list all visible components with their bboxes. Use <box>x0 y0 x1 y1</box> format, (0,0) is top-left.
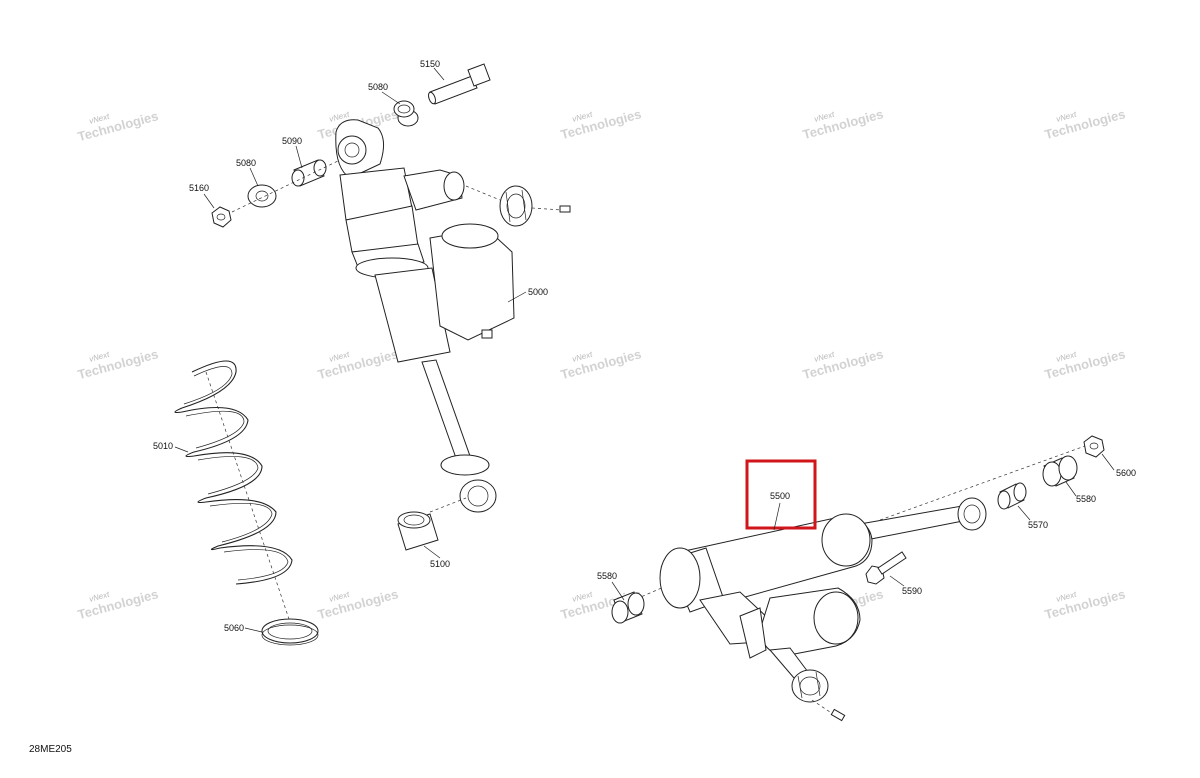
svg-text:Technologies: Technologies <box>801 346 885 382</box>
svg-text:Technologies: Technologies <box>1043 586 1127 622</box>
watermark: vNext Technologies <box>1043 586 1127 622</box>
part-5000-shock[interactable] <box>335 119 515 513</box>
part-5570-spacer[interactable] <box>997 482 1027 510</box>
rear-adjuster-knob[interactable] <box>791 669 829 703</box>
callout-5500[interactable]: 5500 <box>770 491 790 501</box>
watermark: vNext Technologies <box>1043 346 1127 382</box>
part-5580-bushing-left[interactable] <box>611 591 645 624</box>
watermark: vNext Technologies <box>316 346 400 382</box>
watermark: vNext Technologies <box>559 106 643 142</box>
watermark: vNext Technologies <box>559 346 643 382</box>
part-5090-spacer[interactable] <box>291 159 327 187</box>
part-5100-bushing[interactable] <box>397 511 439 551</box>
callout-5060[interactable]: 5060 <box>224 623 244 633</box>
callout-5080-top[interactable]: 5080 <box>368 82 388 92</box>
callout-5150[interactable]: 5150 <box>420 59 440 69</box>
watermark: vNext Technologies <box>316 586 400 622</box>
svg-text:Technologies: Technologies <box>76 586 160 622</box>
svg-text:Technologies: Technologies <box>316 586 400 622</box>
rear-screw-small <box>830 708 846 722</box>
callout-5160[interactable]: 5160 <box>189 183 209 193</box>
diagram-id: 28ME205 <box>29 744 72 755</box>
svg-text:Technologies: Technologies <box>76 346 160 382</box>
highlight-5500[interactable]: 5500 <box>745 459 817 531</box>
watermark: vNext Technologies <box>801 346 885 382</box>
compression-adjuster-knob[interactable] <box>499 185 533 227</box>
callout-5600[interactable]: 5600 <box>1116 468 1136 478</box>
front-shock-assembly: 5150 5080 5090 5080 5160 5000 5100 <box>189 59 571 569</box>
svg-text:Technologies: Technologies <box>1043 106 1127 142</box>
part-5080-bushing-top[interactable] <box>393 100 419 127</box>
svg-text:Technologies: Technologies <box>76 108 160 144</box>
screw-small <box>559 205 571 213</box>
callout-5080-left[interactable]: 5080 <box>236 158 256 168</box>
callout-5100[interactable]: 5100 <box>430 559 450 569</box>
part-5600-nut[interactable] <box>1083 435 1105 458</box>
svg-text:Technologies: Technologies <box>559 346 643 382</box>
watermark: vNext Technologies <box>1043 106 1127 142</box>
svg-text:Technologies: Technologies <box>801 106 885 142</box>
callout-5000[interactable]: 5000 <box>528 287 548 297</box>
callout-5580-right[interactable]: 5580 <box>1076 494 1096 504</box>
svg-text:Technologies: Technologies <box>1043 346 1127 382</box>
watermark: vNext Technologies <box>76 586 160 622</box>
svg-text:Technologies: Technologies <box>316 346 400 382</box>
part-5590-bolt[interactable] <box>865 551 907 585</box>
part-5580-bushing-right[interactable] <box>1042 455 1078 487</box>
spring-assembly: 5010 5060 <box>153 360 319 646</box>
watermark-grid: vNext Technologies vNext Technologies vN… <box>76 106 1127 622</box>
callout-5570[interactable]: 5570 <box>1028 520 1048 530</box>
svg-text:Technologies: Technologies <box>559 106 643 142</box>
rear-shock-assembly: 5600 5580 5570 5590 5580 5500 <box>597 435 1136 722</box>
watermark: vNext Technologies <box>76 108 160 144</box>
part-5160-nut[interactable] <box>211 206 232 228</box>
callout-5580-left[interactable]: 5580 <box>597 571 617 581</box>
part-5080-washer-left[interactable] <box>247 184 277 208</box>
callout-5090[interactable]: 5090 <box>282 136 302 146</box>
part-5010-spring[interactable] <box>174 360 293 585</box>
part-5060-retainer[interactable] <box>261 618 319 646</box>
callout-5010[interactable]: 5010 <box>153 441 173 451</box>
watermark: vNext Technologies <box>801 106 885 142</box>
part-5150-bolt[interactable] <box>427 63 491 105</box>
highlight-box <box>745 459 817 530</box>
part-5500-shock[interactable] <box>659 497 987 679</box>
watermark: vNext Technologies <box>76 346 160 382</box>
callout-5590[interactable]: 5590 <box>902 586 922 596</box>
